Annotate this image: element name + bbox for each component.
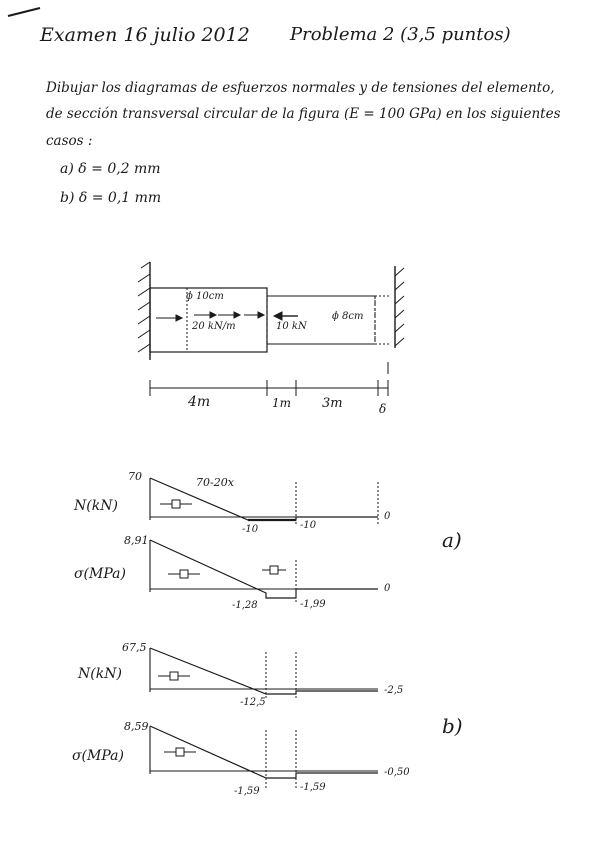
point-load-arrow <box>272 311 298 321</box>
axis-label-b-S: σ(MPa) <box>72 748 124 764</box>
value-a-N-end: 0 <box>384 511 391 522</box>
statement-line-1: Dibujar los diagramas de esfuerzos norma… <box>46 80 555 96</box>
label-length-3: 3m <box>322 396 343 411</box>
label-length-1: 4m <box>188 394 211 410</box>
case-a-label: a) <box>442 528 462 552</box>
axis-label-b-N: N(kN) <box>78 666 122 682</box>
value-a-S-min2: -1,99 <box>300 599 326 610</box>
case-a-statement: a) δ = 0,2 mm <box>60 161 161 177</box>
value-b-N-max: 67,5 <box>122 641 147 654</box>
label-length-2: 1m <box>272 396 292 410</box>
value-a-N-min2: -10 <box>300 520 317 531</box>
label-gap: δ <box>379 402 387 416</box>
value-b-S-max: 8,59 <box>124 720 149 733</box>
case-b-label: b) <box>442 714 463 738</box>
value-a-S-min: -1,28 <box>232 600 258 611</box>
expr-a-N: 70-20x <box>196 476 234 489</box>
case-b-statement: b) δ = 0,1 mm <box>60 190 162 206</box>
free-body-sketches <box>158 499 286 757</box>
dimension-line <box>149 362 389 396</box>
corner-stroke <box>7 7 41 17</box>
value-b-S-min2: -1,59 <box>300 782 326 793</box>
value-a-S-end: 0 <box>384 583 391 594</box>
diagram-a-stress <box>149 539 378 604</box>
value-b-N-end: -2,5 <box>384 685 404 696</box>
label-diameter-small: ϕ 8cm <box>332 311 364 322</box>
value-a-S-max: 8,91 <box>124 534 149 547</box>
value-b-S-end: -0,50 <box>384 767 410 778</box>
right-wall <box>394 266 405 348</box>
diagram-a-normal-force <box>149 477 379 526</box>
value-b-N-min: -12,5 <box>240 697 266 708</box>
axis-label-a-S: σ(MPa) <box>74 566 126 582</box>
exam-title: Examen 16 julio 2012 <box>40 24 250 46</box>
curve-b-N <box>149 647 378 695</box>
statement-line-2: de sección transversal circular de la fi… <box>46 106 561 122</box>
curve-a-N <box>149 477 378 521</box>
statement-line-3: casos : <box>46 133 93 149</box>
distributed-load-arrows <box>156 311 266 322</box>
diagram-b-normal-force <box>149 647 378 700</box>
axis-label-a-N: N(kN) <box>74 498 118 514</box>
label-diameter-large: ϕ 10cm <box>186 291 224 302</box>
value-a-N-min: -10 <box>242 524 259 535</box>
value-a-N-max: 70 <box>128 470 142 483</box>
problem-title: Problema 2 (3,5 puntos) <box>290 24 511 45</box>
label-distributed-load: 20 kN/m <box>192 321 236 332</box>
label-point-load: 10 kN <box>276 321 307 332</box>
diagram-b-stress <box>149 725 378 790</box>
value-b-S-min: -1,59 <box>234 786 260 797</box>
curve-a-S <box>149 539 378 599</box>
